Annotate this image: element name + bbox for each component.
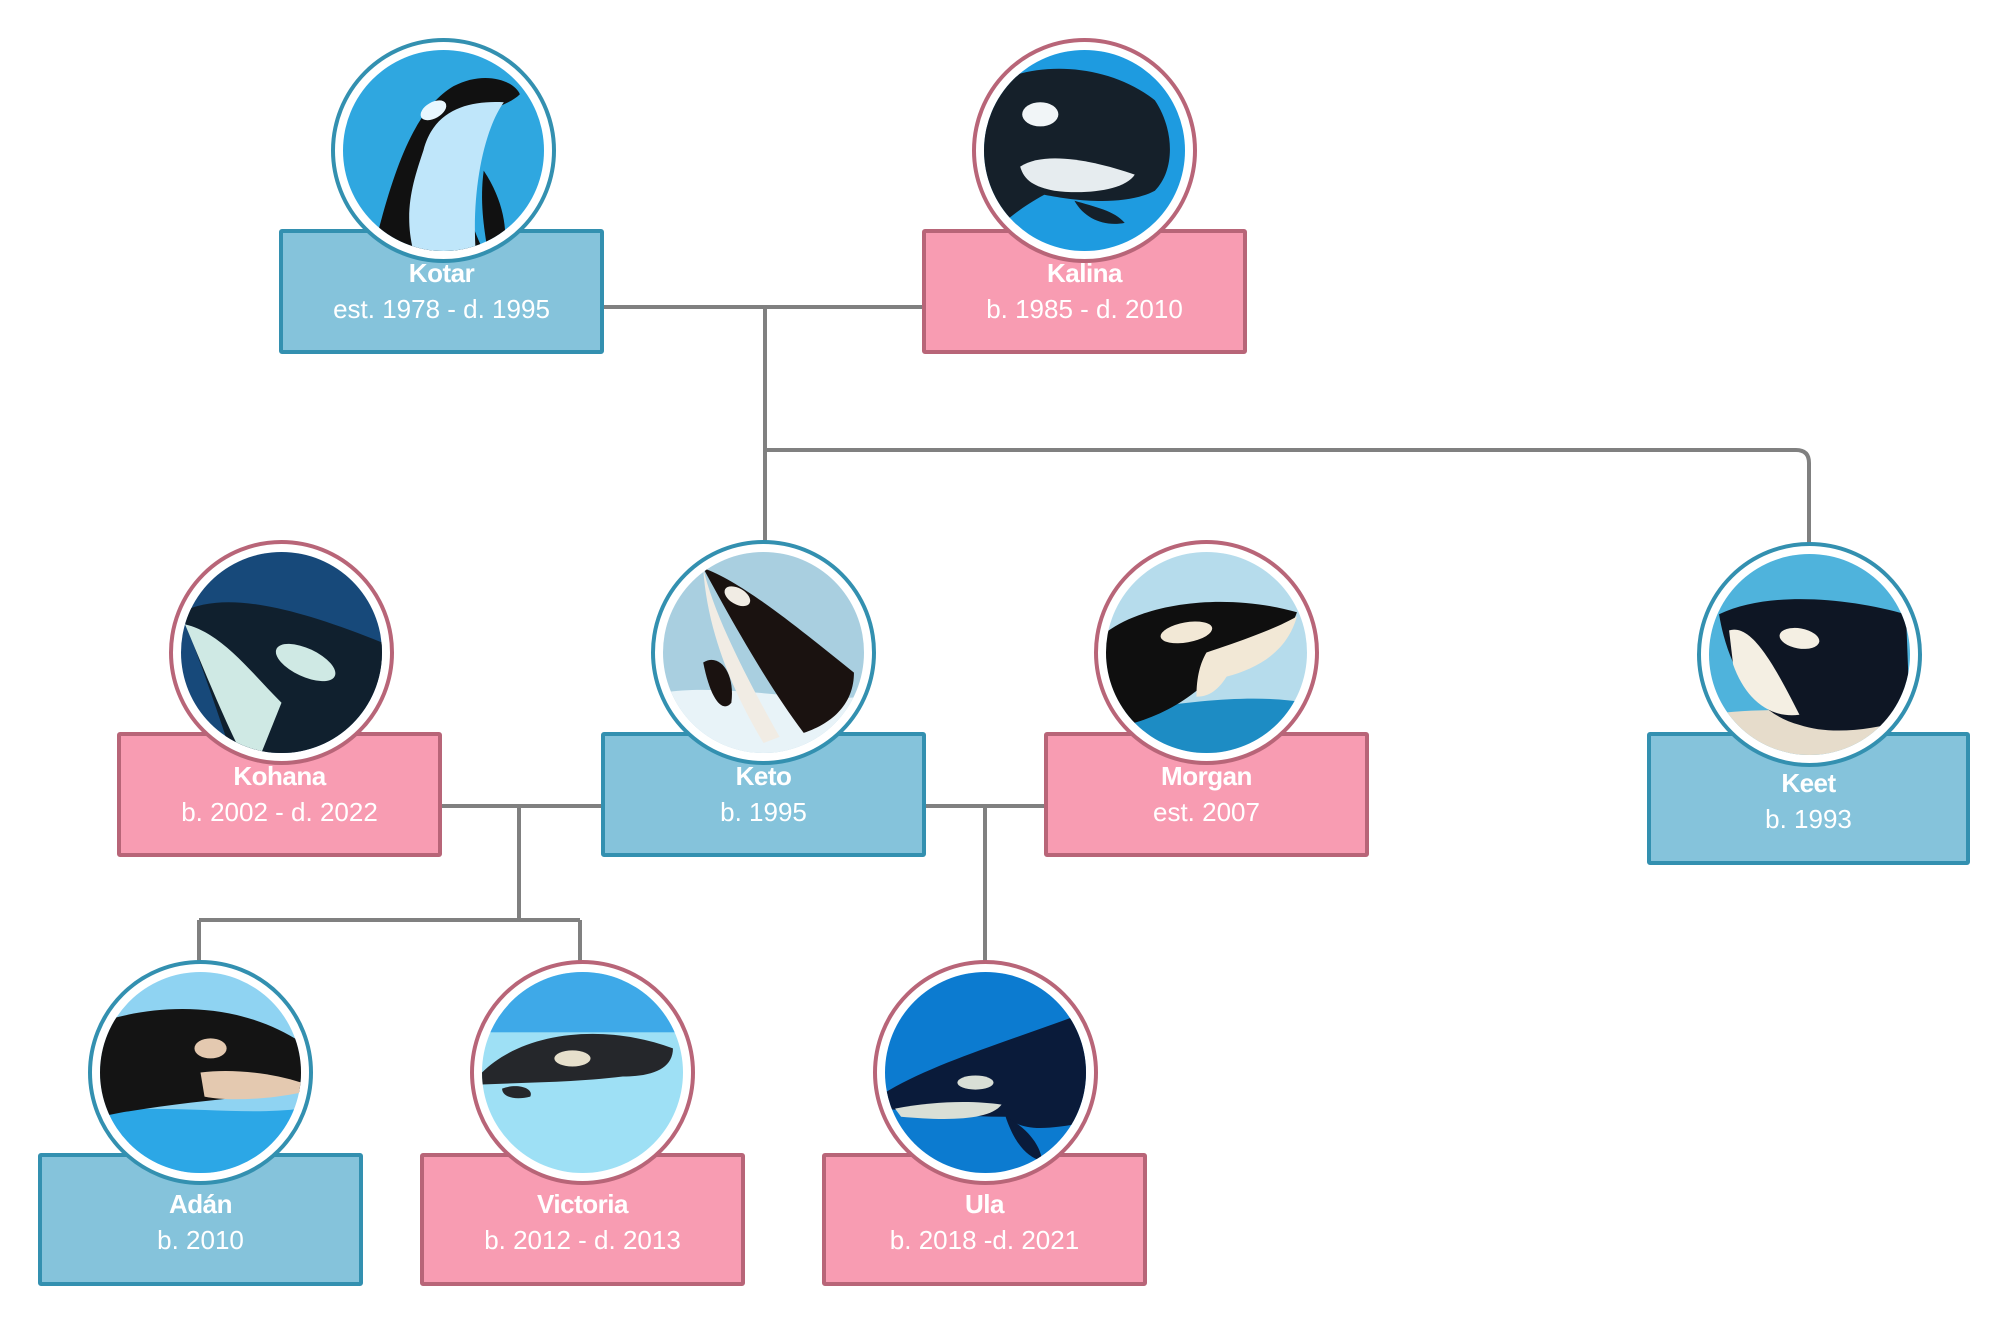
member-name: Victoria: [537, 1189, 628, 1219]
member-photo: [470, 960, 695, 1185]
member-name: Morgan: [1161, 761, 1252, 791]
member-photo: [651, 540, 876, 765]
member-name: Kohana: [233, 761, 326, 791]
member-photo: [169, 540, 394, 765]
member-photo: [873, 960, 1098, 1185]
member-photo: [88, 960, 313, 1185]
member-name: Kotar: [408, 258, 475, 288]
member-photo: [1094, 540, 1319, 765]
orca-photo-icon: [181, 552, 382, 753]
member-photo: [1697, 542, 1922, 767]
member-name: Ula: [965, 1189, 1004, 1219]
member-name: Adán: [169, 1189, 233, 1219]
member-name: Keto: [735, 761, 792, 791]
orca-photo-icon: [343, 50, 544, 251]
orca-photo-icon: [100, 972, 301, 1173]
orca-photo-icon: [1106, 552, 1307, 753]
member-card[interactable]: Kalina b. 1985 - d. 2010: [922, 229, 1247, 354]
member-dates: b. 1993: [1765, 804, 1852, 834]
member-dates: b. 1995: [720, 797, 807, 827]
member-photo: [972, 38, 1197, 263]
member-name: Keet: [1781, 768, 1836, 798]
member-dates: b. 2018 -d. 2021: [889, 1225, 1080, 1255]
orca-photo-icon: [663, 552, 864, 753]
member-name: Kalina: [1046, 258, 1123, 288]
member-photo: [331, 38, 556, 263]
member-dates: b. 2002 - d. 2022: [181, 797, 378, 827]
member-dates: est. 1978 - d. 1995: [333, 294, 550, 324]
orca-photo-icon: [482, 972, 683, 1173]
connector-kotar-kalina-to-keet: [765, 448, 1811, 543]
member-dates: est. 2007: [1153, 797, 1260, 827]
member-card[interactable]: Keto b. 1995: [601, 732, 926, 857]
orca-photo-icon: [984, 50, 1185, 251]
member-dates: b. 2010: [157, 1225, 244, 1255]
member-dates: b. 2012 - d. 2013: [484, 1225, 681, 1255]
member-dates: b. 1985 - d. 2010: [986, 294, 1183, 324]
orca-photo-icon: [1709, 554, 1910, 755]
orca-photo-icon: [885, 972, 1086, 1173]
